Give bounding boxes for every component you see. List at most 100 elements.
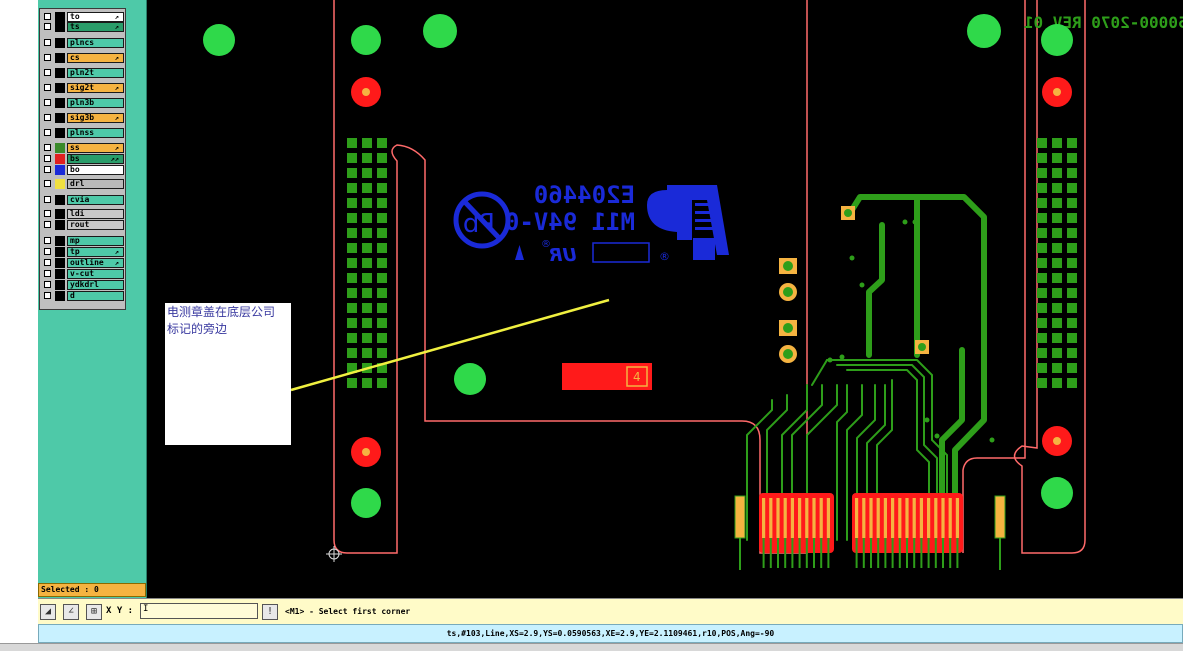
layer-color-swatch[interactable]: [55, 113, 65, 123]
layer-color-swatch[interactable]: [55, 236, 65, 246]
layer-checkbox[interactable]: [44, 248, 51, 255]
layer-checkbox[interactable]: [44, 237, 51, 244]
layer-name[interactable]: outline↗: [67, 258, 124, 268]
layer-color-swatch[interactable]: [55, 68, 65, 78]
layer-name[interactable]: sig2t↗: [67, 83, 124, 93]
layer-checkbox[interactable]: [44, 281, 51, 288]
layer-row-mp[interactable]: mp: [42, 236, 126, 246]
layer-name[interactable]: plnss: [67, 128, 124, 138]
xy-coordinate-input[interactable]: I: [140, 603, 258, 619]
layer-checkbox[interactable]: [44, 39, 51, 46]
layer-name[interactable]: rout: [67, 220, 124, 230]
layer-row-pln2t[interactable]: pln2t: [42, 68, 126, 78]
pin-pad: [347, 228, 357, 238]
grid-icon[interactable]: ⊞: [86, 604, 102, 620]
zoom-window-icon[interactable]: ◢: [40, 604, 56, 620]
layer-row-pln3b[interactable]: pln3b: [42, 98, 126, 108]
pcb-canvas[interactable]: P/N: R850000-2070 REV 01 Pb E204460 M11 …: [147, 0, 1183, 598]
layer-checkbox[interactable]: [44, 69, 51, 76]
layer-checkbox[interactable]: [44, 129, 51, 136]
pin-pad: [347, 348, 357, 358]
layer-checkbox[interactable]: [44, 13, 51, 20]
layer-row-cs[interactable]: cs↗: [42, 53, 126, 63]
layer-color-swatch[interactable]: [55, 22, 65, 32]
layer-checkbox[interactable]: [44, 292, 51, 299]
layer-row-ydkdrl[interactable]: ydkdrl: [42, 280, 126, 290]
pin-pad: [1067, 153, 1077, 163]
layer-name[interactable]: ts↗: [67, 22, 124, 32]
layer-color-swatch[interactable]: [55, 247, 65, 257]
layer-row-to[interactable]: to↗: [42, 12, 126, 22]
layer-row-plnss[interactable]: plnss: [42, 128, 126, 138]
layer-row-tp[interactable]: tp↗: [42, 247, 126, 257]
layer-checkbox[interactable]: [44, 144, 51, 151]
layer-row-d[interactable]: d: [42, 291, 126, 301]
layer-color-swatch[interactable]: [55, 195, 65, 205]
layer-checkbox[interactable]: [44, 54, 51, 61]
layer-name[interactable]: pln2t: [67, 68, 124, 78]
layer-row-ss[interactable]: ss↗: [42, 143, 126, 153]
layer-checkbox[interactable]: [44, 270, 51, 277]
pin-pad: [1037, 378, 1047, 388]
layer-row-cvia[interactable]: cvia: [42, 195, 126, 205]
layer-name[interactable]: cs↗: [67, 53, 124, 63]
layer-name[interactable]: bo: [67, 165, 124, 175]
layer-name[interactable]: v-cut: [67, 269, 124, 279]
info-button-icon[interactable]: !: [262, 604, 278, 620]
layer-row-ts[interactable]: ts↗: [42, 22, 126, 32]
layer-color-swatch[interactable]: [55, 291, 65, 301]
layer-color-swatch[interactable]: [55, 280, 65, 290]
layer-color-swatch[interactable]: [55, 53, 65, 63]
layer-checkbox[interactable]: [44, 180, 51, 187]
layer-checkbox[interactable]: [44, 210, 51, 217]
layer-color-swatch[interactable]: [55, 220, 65, 230]
layer-color-swatch[interactable]: [55, 165, 65, 175]
layer-name[interactable]: mp: [67, 236, 124, 246]
layer-name[interactable]: plncs: [67, 38, 124, 48]
layer-row-v-cut[interactable]: v-cut: [42, 269, 126, 279]
layer-row-plncs[interactable]: plncs: [42, 38, 126, 48]
layer-color-swatch[interactable]: [55, 83, 65, 93]
layer-checkbox[interactable]: [44, 166, 51, 173]
layer-row-ldi[interactable]: ldi: [42, 209, 126, 219]
angle-snap-icon[interactable]: ∠: [63, 604, 79, 620]
layer-name[interactable]: ydkdrl: [67, 280, 124, 290]
layer-color-swatch[interactable]: [55, 98, 65, 108]
layer-color-swatch[interactable]: [55, 258, 65, 268]
layer-row-rout[interactable]: rout: [42, 220, 126, 230]
pin-pad: [1037, 258, 1047, 268]
layer-checkbox[interactable]: [44, 155, 51, 162]
layer-checkbox[interactable]: [44, 99, 51, 106]
layer-checkbox[interactable]: [44, 23, 51, 30]
layer-checkbox[interactable]: [44, 84, 51, 91]
layer-color-swatch[interactable]: [55, 179, 65, 189]
layer-row-drl[interactable]: drl: [42, 179, 126, 189]
layer-row-bo[interactable]: bo: [42, 165, 126, 175]
annotation-note[interactable]: 电测章盖在底层公司 标记的旁边: [165, 303, 291, 445]
layer-name[interactable]: drl: [67, 179, 124, 189]
layer-name[interactable]: ss↗: [67, 143, 124, 153]
layer-color-swatch[interactable]: [55, 269, 65, 279]
layer-checkbox[interactable]: [44, 259, 51, 266]
layer-color-swatch[interactable]: [55, 12, 65, 22]
layer-color-swatch[interactable]: [55, 143, 65, 153]
layer-name[interactable]: d: [67, 291, 124, 301]
layer-name[interactable]: sig3b↗: [67, 113, 124, 123]
layer-name[interactable]: to↗: [67, 12, 124, 22]
layer-checkbox[interactable]: [44, 196, 51, 203]
layer-name[interactable]: pln3b: [67, 98, 124, 108]
layer-checkbox[interactable]: [44, 221, 51, 228]
layer-row-sig2t[interactable]: sig2t↗: [42, 83, 126, 93]
layer-color-swatch[interactable]: [55, 38, 65, 48]
layer-name[interactable]: cvia: [67, 195, 124, 205]
layer-name[interactable]: tp↗: [67, 247, 124, 257]
layer-checkbox[interactable]: [44, 114, 51, 121]
layer-row-bs[interactable]: bs↗↗: [42, 154, 126, 164]
layer-color-swatch[interactable]: [55, 128, 65, 138]
layer-row-sig3b[interactable]: sig3b↗: [42, 113, 126, 123]
layer-name[interactable]: ldi: [67, 209, 124, 219]
layer-color-swatch[interactable]: [55, 209, 65, 219]
layer-color-swatch[interactable]: [55, 154, 65, 164]
layer-name[interactable]: bs↗↗: [67, 154, 124, 164]
layer-row-outline[interactable]: outline↗: [42, 258, 126, 268]
